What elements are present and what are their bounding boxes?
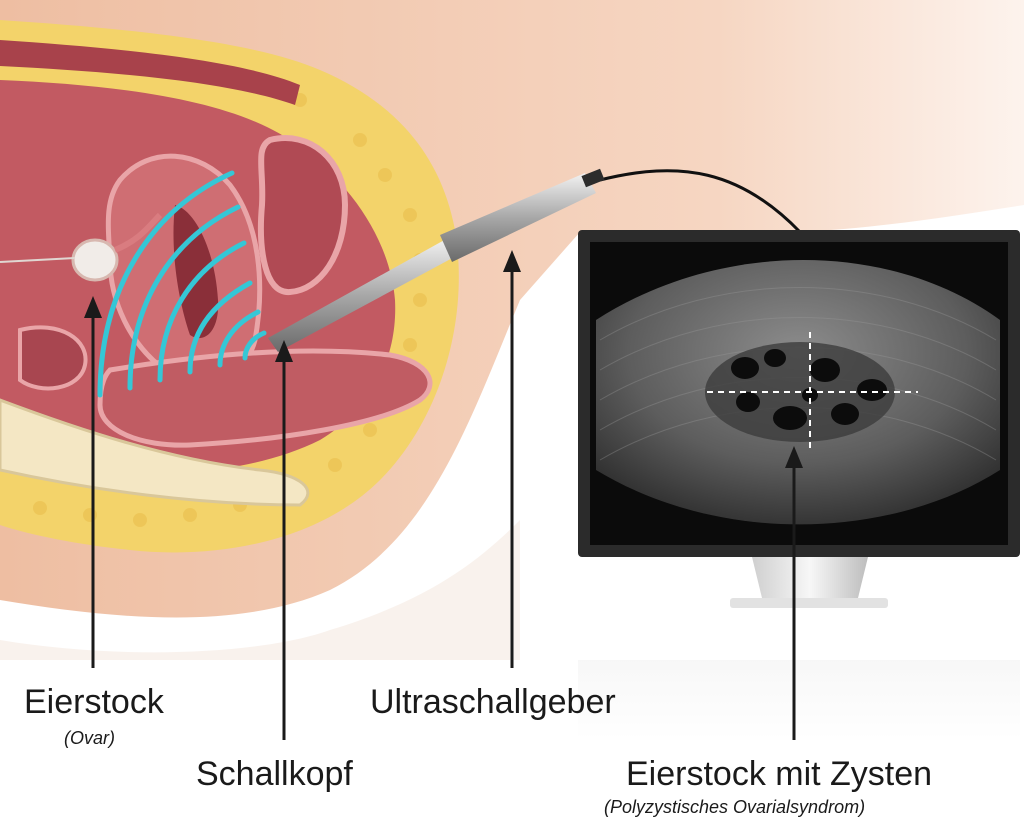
monitor-reflection <box>578 660 1020 740</box>
pointer-arrows <box>84 250 803 740</box>
cysts <box>731 349 887 430</box>
uterine-cavity <box>173 205 219 339</box>
monitor <box>578 230 1020 740</box>
ovary-shape <box>71 238 119 282</box>
intestine <box>18 325 88 391</box>
rectum <box>97 348 433 448</box>
label-ovary-title: Eierstock <box>24 683 164 721</box>
ovary-ligament <box>0 257 76 263</box>
spine <box>0 398 310 507</box>
body-reflection <box>0 520 520 660</box>
label-ovary-cysts-subtitle: (Polyzystisches Ovarialsyndrom) <box>604 797 866 817</box>
ultrasound-probe-shape <box>268 168 605 352</box>
monitor-base <box>730 598 888 608</box>
probe-cable <box>599 169 802 234</box>
label-ovary-cysts-title: Eierstock mit Zysten <box>626 755 933 793</box>
label-transducer-head: Schallkopf <box>196 755 353 793</box>
bladder <box>257 135 349 295</box>
fallopian-tube <box>113 212 163 253</box>
muscle-band <box>0 40 300 105</box>
label-ovary-subtitle: (Ovar) <box>64 728 115 748</box>
label-ultrasound-probe: Ultraschallgeber <box>370 683 616 721</box>
monitor-stand <box>752 557 868 598</box>
measurement-crosshair <box>707 332 918 452</box>
ultrasound-waves <box>97 170 267 398</box>
